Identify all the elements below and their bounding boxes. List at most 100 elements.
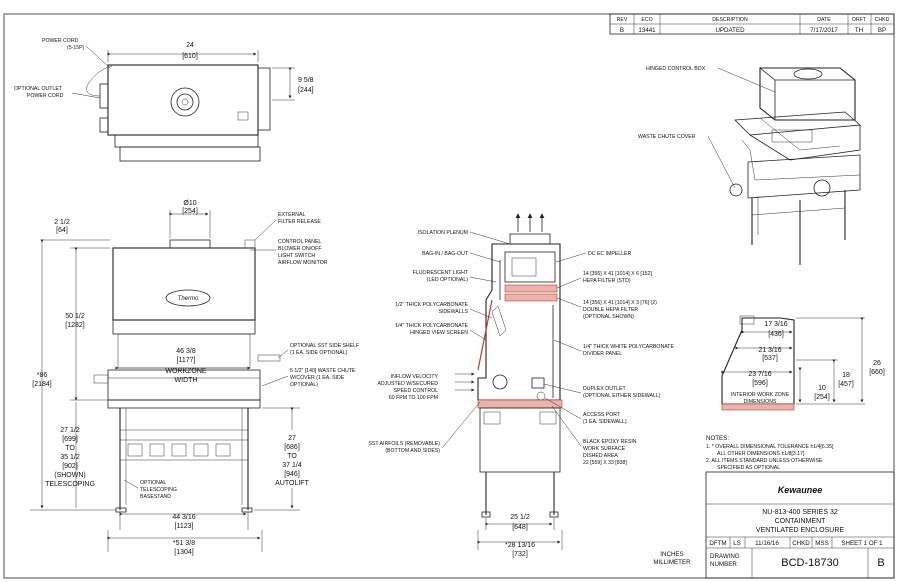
meta-date: 11/16/16 <box>755 540 779 547</box>
callout-hepa-1: 14 [356] X 41 [1014] X 6 [152] <box>583 271 652 277</box>
interior-bottom-mm: [596] <box>752 380 768 387</box>
interior-h3-in: 26 <box>873 360 881 367</box>
callout-duplex-2: (OPTIONAL EITHER SIDEWALL) <box>583 393 661 399</box>
meta-sheet: SHEET 1 OF 1 <box>841 540 883 547</box>
notes-line: 1. * OVERALL DIMENSIONAL TOLERANCE ±1/4[… <box>706 444 834 450</box>
meta-chkd: CHKD <box>792 540 810 547</box>
callout-airfoils-1: SST AIRFOILS (REMOVABLE) <box>368 441 440 447</box>
rev-header-eco: ECO <box>641 17 652 23</box>
top-width-in: 24 <box>186 42 194 49</box>
side-overall-depth-mm: [732] <box>512 551 528 558</box>
interior-h2-in: 18 <box>842 372 850 379</box>
drawing-number: BCD-18730 <box>781 557 838 569</box>
title-line-1: NU-813-400 SERIES 32 <box>762 509 838 516</box>
interior-section: 17 3/16 [436] 21 3/16 [537] 23 7/16 [596… <box>721 315 885 411</box>
callout-epoxy-1: BLACK EPOXY RESIN <box>583 439 637 445</box>
autolift-line: [686] <box>284 444 300 451</box>
waste-chute-3: OPTIONAL) <box>290 382 318 388</box>
external-filter-2: FILTER RELEASE <box>278 219 321 225</box>
isometric-view: HINGED CONTROL BOX WASTE CHUTE COVER <box>638 66 861 265</box>
callout-inflow-1: INFLOW VELOCITY <box>391 374 439 380</box>
stand-line: 35 1/2 <box>60 454 80 461</box>
front-callouts: EXTERNAL FILTER RELEASE CONTROL PANEL BL… <box>250 212 359 388</box>
title-line-2: CONTAINMENT <box>775 518 827 525</box>
title-line-3: VENTILATED ENCLOSURE <box>756 527 844 534</box>
side-depth-mm: [648] <box>512 524 528 531</box>
notes-line: 2. ALL ITEMS STANDARD UNLESS OTHERWISE <box>706 458 823 464</box>
stand-width-mm: [1123] <box>175 523 194 530</box>
overall-height-mm: [2184] <box>32 381 52 388</box>
waste-chute-1: 5 1/2" [140] WASTE CHUTE <box>290 368 356 374</box>
callout-duplex-1: DUPLEX OUTLET <box>583 386 626 392</box>
waste-chute-2: W/COVER (1 EA. SIDE <box>290 375 345 381</box>
title-logo: Kewaunee <box>778 485 823 495</box>
collar-dia-mm: [254] <box>182 208 198 215</box>
overall-width-mm: [1304] <box>174 549 194 556</box>
workzone-label-2: WIDTH <box>175 377 198 384</box>
rev-cell-eco: 13441 <box>638 27 656 34</box>
title-block: Kewaunee NU-813-400 SERIES 32 CONTAINMEN… <box>705 471 895 579</box>
stand-line: (SHOWN) <box>54 472 86 479</box>
rev-header-drft: DRFT <box>852 17 867 23</box>
side-right-callouts: DC EC IMPELLER 14 [356] X 41 [1014] X 6 … <box>543 251 674 466</box>
offset-mm: [64] <box>56 227 68 234</box>
autolift-line: AUTOLIFT <box>275 480 309 487</box>
iso-waste-chute-cover: WASTE CHUTE COVER <box>638 134 696 140</box>
callout-light-2: (LED OPTIONAL) <box>427 277 468 283</box>
meta-ls: LS <box>733 540 741 547</box>
callout-sidewalls-1: 1/2" THICK POLYCARBONATE <box>395 302 468 308</box>
offset-in: 2 1/2 <box>54 219 70 226</box>
interior-h1-mm: [254] <box>814 394 830 401</box>
workzone-mm: [1177] <box>177 357 196 364</box>
optional-outlet-2: POWER CORD <box>27 93 64 99</box>
control-panel-2: BLOWER ON/OFF <box>278 246 322 252</box>
side-depth-in: 25 1/2 <box>510 514 530 521</box>
interior-mid-mm: [537] <box>762 355 778 362</box>
interior-label-1: INTERIOR WORK ZONE <box>731 392 790 398</box>
drawing-label-2: NUMBER <box>710 561 737 568</box>
notes-title: NOTES: <box>706 435 729 442</box>
rev-cell-chkd: BP <box>878 27 886 34</box>
top-depth-in: 9 5/8 <box>298 77 314 84</box>
callout-inflow-2: ADJUSTED W/SECURED <box>377 381 438 387</box>
callout-double-hepa-3: (OPTIONAL SHOWN) <box>583 314 634 320</box>
callout-viewscreen-1: 1/4" THICK POLYCARBONATE <box>395 323 468 329</box>
drawing-rev: B <box>877 557 884 569</box>
meta-mss: MSS <box>815 540 828 547</box>
callout-hepa-2: HEPA FILTER (STD) <box>583 278 631 284</box>
side-shelf-1: OPTIONAL SST SIDE SHELF <box>290 343 359 349</box>
notes-line: SPECIFIED AS OPTIONAL <box>717 465 780 471</box>
control-panel-1: CONTROL PANEL <box>278 239 321 245</box>
interior-bottom-in: 23 7/16 <box>748 371 771 378</box>
collar-dia-in: Ø10 <box>183 200 196 207</box>
callout-inflow-3: SPEED CONTROL <box>394 388 439 394</box>
callout-divider-2: DIVIDER PANEL <box>583 351 622 357</box>
callout-inflow-4: 60 FPM TO 100 FPM <box>389 395 438 401</box>
top-width-mm-label: [610] <box>182 53 198 60</box>
callout-sidewalls-2: SIDEWALLS <box>438 309 468 315</box>
basestand-line: BASESTAND <box>140 494 171 500</box>
rev-cell-rev: B <box>620 27 624 34</box>
meta-dftm: DFTM <box>709 540 726 547</box>
callout-double-hepa-1: 14 [356] X 41 [1014] X 3 [76] (2) <box>583 300 657 306</box>
callout-viewscreen-2: HINGED VIEW SCREEN <box>410 330 468 336</box>
stand-line: 27 1/2 <box>60 427 80 434</box>
top-depth-mm: [244] <box>298 87 314 94</box>
units-millimeter: MILLIMETER <box>653 559 691 566</box>
stand-line: TO <box>65 445 75 452</box>
callout-double-hepa-2: DOUBLE HEPA FILTER <box>583 307 638 313</box>
external-filter-1: EXTERNAL <box>278 212 306 218</box>
rev-cell-desc: UPDATED <box>715 27 745 34</box>
interior-h2-mm: [457] <box>838 381 854 388</box>
callout-epoxy-2: WORK SURFACE <box>583 446 626 452</box>
sheet-border <box>3 13 895 579</box>
front-view: Ø10 [254] Thermo 2 1/2 [64] 50 <box>30 200 310 556</box>
interior-top-mm: [436] <box>768 331 784 338</box>
height-top-mm: [1282] <box>65 322 85 329</box>
workzone-in: 46 3/8 <box>176 348 196 355</box>
callout-access-1: ACCESS PORT <box>583 412 621 418</box>
basestand-line: OPTIONAL <box>140 480 166 486</box>
power-cord-sub: (5-15P) <box>67 45 85 51</box>
rev-header-chkd: CHKD <box>875 17 890 23</box>
